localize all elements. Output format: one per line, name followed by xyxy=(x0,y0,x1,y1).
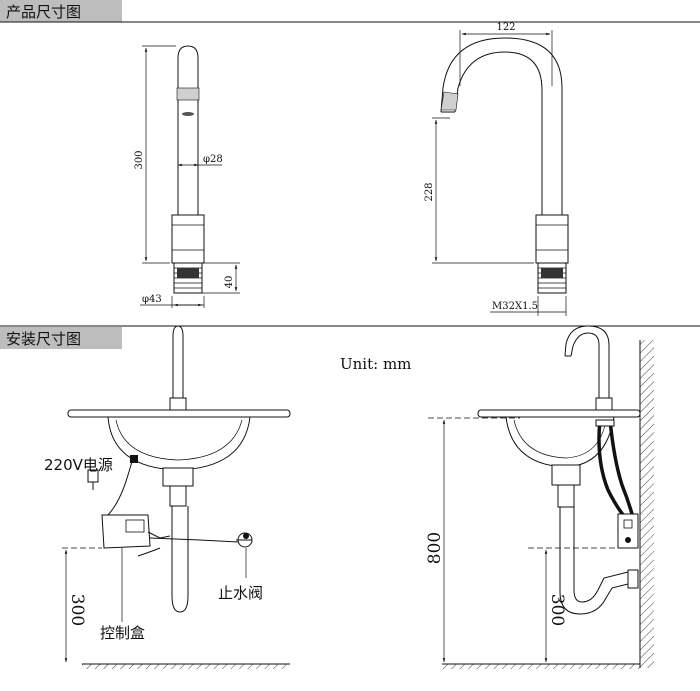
right-installation: 800 300 xyxy=(425,325,654,669)
product-section-title: 产品尺寸图 xyxy=(6,3,81,21)
dim-front-height: 300 xyxy=(134,150,145,169)
dim-side-height: 228 xyxy=(424,182,435,201)
dim-pipe-diameter: φ28 xyxy=(203,154,223,165)
product-section-header: 产品尺寸图 xyxy=(0,0,700,23)
dim-thread: M32X1.5 xyxy=(492,301,538,312)
dim-left-box-height: 300 xyxy=(67,594,87,626)
label-stop-valve: 止水阀 xyxy=(218,584,263,602)
install-section-title: 安装尺寸图 xyxy=(6,330,81,348)
front-view-faucet: 300 φ28 40 φ43 xyxy=(134,45,240,308)
dim-mount-height: 800 xyxy=(425,532,445,564)
label-control-box: 控制盒 xyxy=(100,624,145,642)
dim-base-diameter: φ43 xyxy=(142,294,162,305)
dim-base-height: 40 xyxy=(224,276,235,289)
install-section-header: 安装尺寸图 xyxy=(0,325,700,349)
label-power: 220V电源 xyxy=(44,456,113,474)
side-view-faucet: 122 228 M32X1.5 xyxy=(424,22,569,316)
dim-right-box-height: 300 xyxy=(547,594,567,626)
dim-reach: 122 xyxy=(496,22,515,33)
unit-label: Unit: mm xyxy=(340,355,411,373)
left-installation: 300 220V电源 控制盒 止水阀 xyxy=(44,325,291,669)
